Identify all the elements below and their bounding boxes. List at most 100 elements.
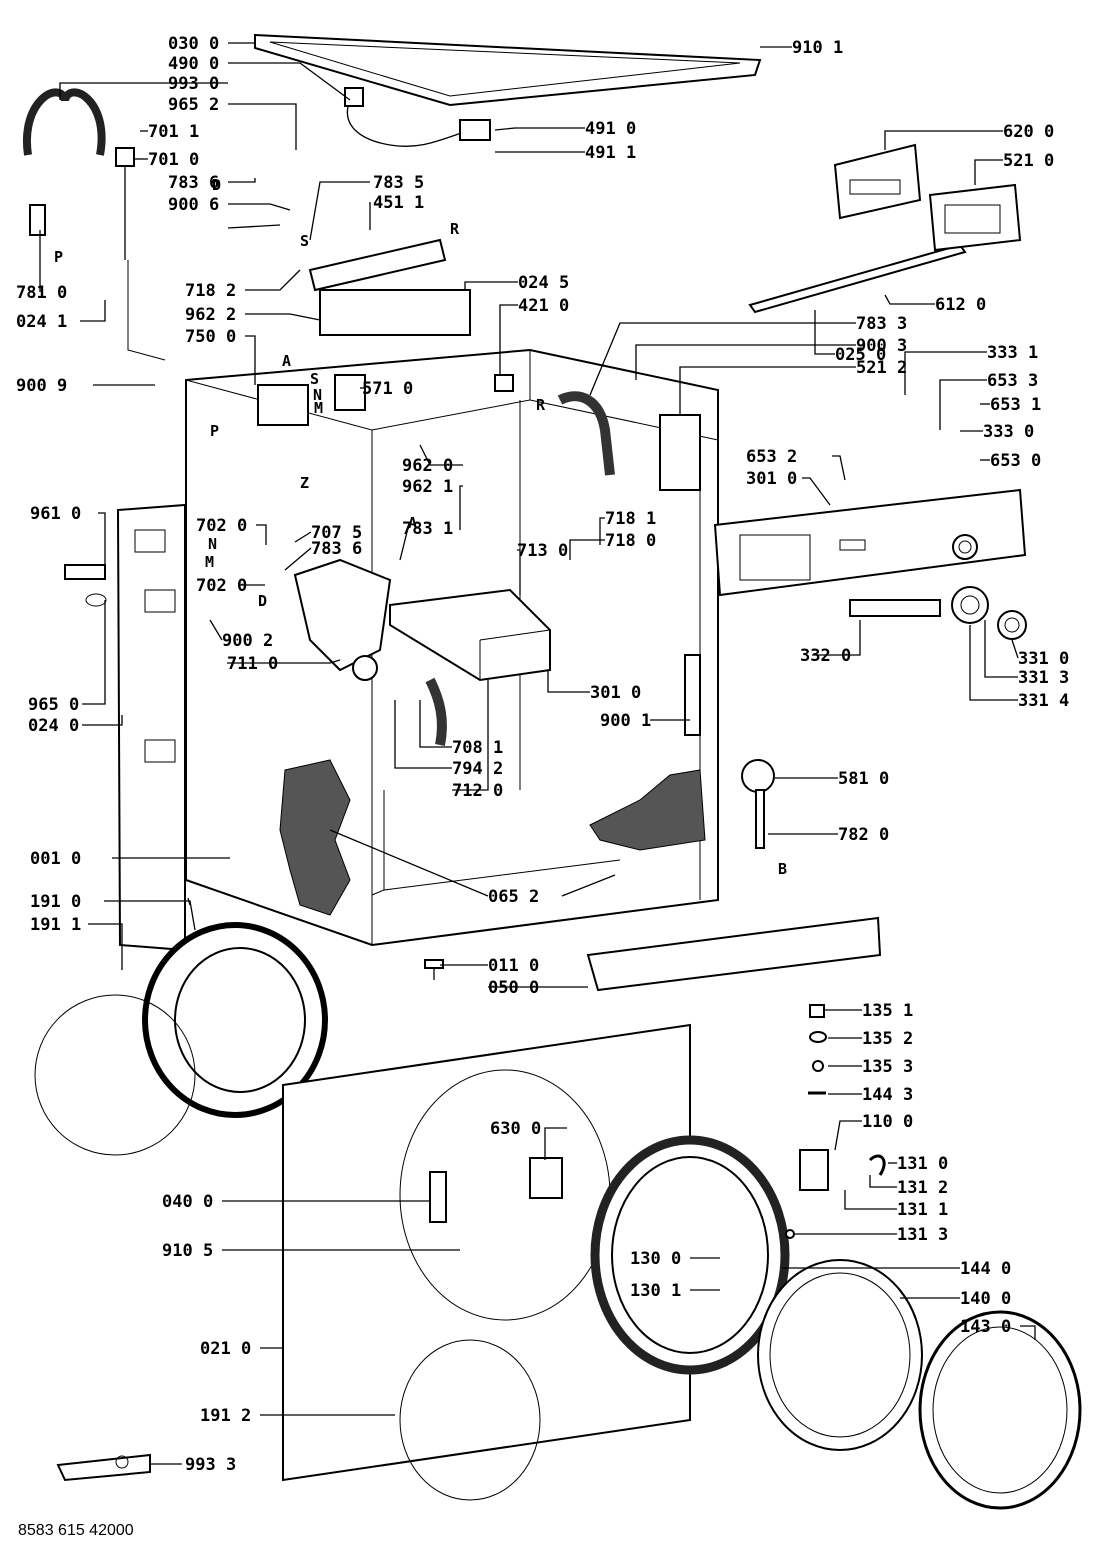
part-label: 191 0 [30, 892, 81, 912]
leader-lines [39, 42, 1036, 1465]
part-label: 965 2 [168, 95, 219, 115]
pressure-switch [257, 384, 309, 426]
drawing-reference-number: 8583 615 42000 [18, 1522, 134, 1539]
letter-marker: M [205, 553, 214, 571]
part-label: 630 0 [490, 1119, 541, 1139]
part-label: 144 3 [862, 1085, 913, 1105]
part-label: 065 2 [488, 887, 539, 907]
part-label: 612 0 [935, 295, 986, 315]
part-label: 962 1 [402, 477, 453, 497]
letter-marker: N [313, 386, 322, 404]
part-label: 110 0 [862, 1112, 913, 1132]
letter-marker: D [258, 592, 267, 610]
part-label: 783 1 [402, 519, 453, 539]
control-panel [713, 488, 1027, 597]
part-label: 331 0 [1018, 649, 1069, 669]
part-label: 191 2 [200, 1406, 251, 1426]
part-label: 301 0 [590, 683, 641, 703]
part-label: 750 0 [185, 327, 236, 347]
service-tool [56, 1453, 151, 1482]
drain-hose [557, 391, 615, 476]
hinge-parts [785, 1004, 827, 1239]
part-label: 962 2 [185, 305, 236, 325]
part-label: 140 0 [960, 1289, 1011, 1309]
part-label: 707 5 [311, 523, 362, 543]
part-label: 794 2 [452, 759, 503, 779]
top-cover [254, 33, 762, 107]
pump-bellows [425, 677, 447, 746]
door-seal [34, 922, 328, 1156]
part-label: 718 2 [185, 281, 236, 301]
part-label: 521 0 [1003, 151, 1054, 171]
part-label: 490 0 [168, 54, 219, 74]
connector-block [494, 374, 514, 392]
part-label: 521 2 [856, 358, 907, 378]
part-label: 030 0 [168, 34, 219, 54]
part-label: 713 0 [517, 541, 568, 561]
door-outer-ring [918, 1310, 1082, 1510]
part-label: 910 5 [162, 1241, 213, 1261]
part-label: 191 1 [30, 915, 81, 935]
part-label: 718 1 [605, 509, 656, 529]
part-label: 331 3 [1018, 668, 1069, 688]
part-label: 993 0 [168, 74, 219, 94]
part-label: 702 0 [196, 576, 247, 596]
part-label: 143 0 [960, 1317, 1011, 1337]
letter-marker: R [536, 396, 546, 414]
letter-marker: S [300, 232, 309, 250]
part-label: 961 0 [30, 504, 81, 524]
part-label: 581 0 [838, 769, 889, 789]
part-label: 910 1 [792, 38, 843, 58]
part-label: 993 3 [185, 1455, 236, 1475]
letter-marker: S [310, 370, 319, 388]
part-label: 144 0 [960, 1259, 1011, 1279]
level-sensor [741, 759, 775, 849]
part-label: 331 4 [1018, 691, 1069, 711]
part-label: 653 0 [990, 451, 1041, 471]
insulation-pad-right [589, 769, 706, 851]
part-label: 135 2 [862, 1029, 913, 1049]
part-label: 421 0 [518, 296, 569, 316]
part-label: 333 0 [983, 422, 1034, 442]
part-label: 135 1 [862, 1001, 913, 1021]
letter-marker: B [778, 860, 787, 878]
plinth [586, 916, 882, 992]
foot-screw [424, 959, 444, 980]
letter-marker: P [54, 248, 63, 266]
part-label: 653 2 [746, 447, 797, 467]
part-label: 332 0 [800, 646, 851, 666]
part-label: 024 0 [28, 716, 79, 736]
part-label: 571 0 [362, 379, 413, 399]
programmer-knob [951, 586, 1027, 640]
tap-connector [115, 147, 166, 361]
letter-marker: R [450, 220, 460, 238]
detergent-drawer [389, 588, 551, 682]
control-panel-rail [748, 243, 967, 314]
door-lock-lever [684, 654, 701, 736]
part-label: 708 1 [452, 738, 503, 758]
part-label: 965 0 [28, 695, 79, 715]
letter-marker: A [282, 352, 291, 370]
pcb-board [833, 143, 922, 220]
part-label: 783 6 [311, 539, 362, 559]
part-label: 131 1 [897, 1200, 948, 1220]
part-label: 900 9 [16, 376, 67, 396]
letter-marker: M [314, 399, 323, 417]
button-row [849, 599, 941, 617]
insulation-pad-left [279, 759, 351, 916]
transport-bolt [64, 564, 107, 607]
part-label: 718 0 [605, 531, 656, 551]
letter-marker: A [408, 514, 417, 532]
part-label: 701 1 [148, 122, 199, 142]
part-label: 653 1 [990, 395, 1041, 415]
inlet-valve [334, 374, 366, 411]
part-label: 021 0 [200, 1339, 251, 1359]
part-label: 712 0 [452, 781, 503, 801]
dispenser-housing [293, 558, 392, 681]
part-label: 962 0 [402, 456, 453, 476]
relay-module [659, 414, 701, 491]
part-label: 491 0 [585, 119, 636, 139]
letter-marker: D [212, 176, 221, 194]
part-label: 130 0 [630, 1249, 681, 1269]
part-label: 131 2 [897, 1178, 948, 1198]
